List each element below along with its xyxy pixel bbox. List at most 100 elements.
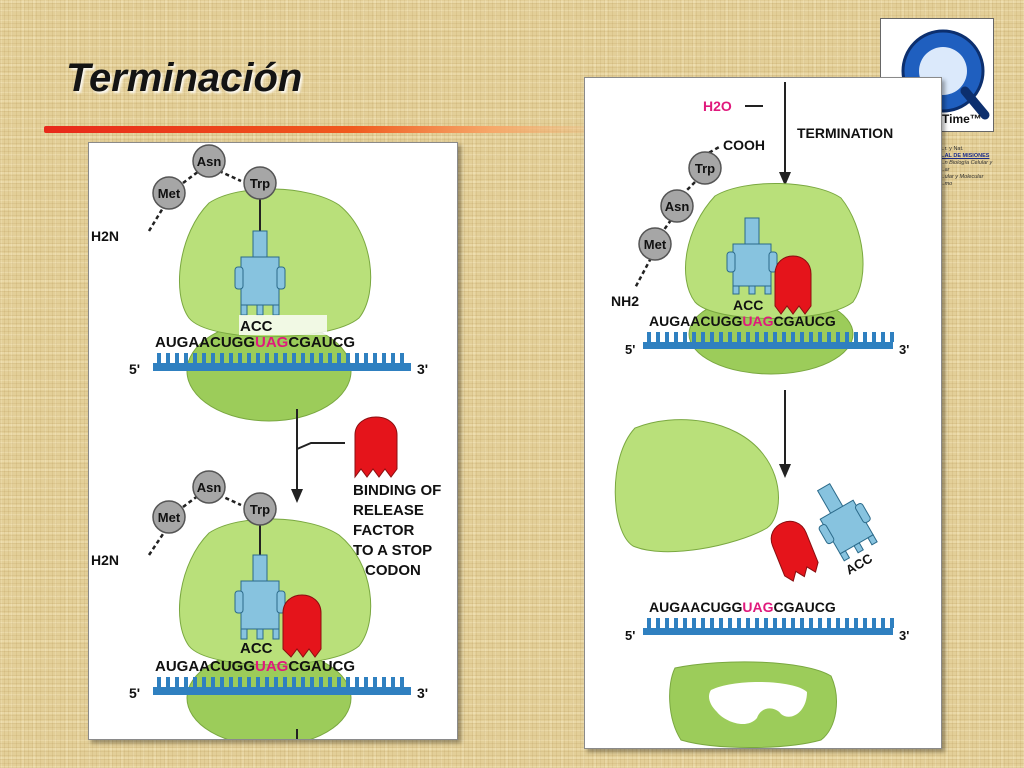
amino-acid-label: Met xyxy=(644,237,667,252)
amino-acid-label: Met xyxy=(158,510,181,525)
mrna-nucleotide-tick xyxy=(890,332,894,342)
mrna-nucleotide-tick xyxy=(719,332,723,342)
amino-acid-met xyxy=(638,227,672,261)
mrna-nucleotide-tick xyxy=(157,677,161,687)
water-label: H2O xyxy=(703,98,732,114)
five-prime-label: 5' xyxy=(625,628,635,643)
peptide-bond-line xyxy=(182,170,200,184)
mrna-nucleotide-tick xyxy=(292,677,296,687)
mrna-nucleotide-tick xyxy=(193,353,197,363)
mrna-nucleotide-tick xyxy=(247,353,251,363)
mrna-nucleotide-tick xyxy=(382,677,386,687)
mrna-nucleotide-tick xyxy=(692,332,696,342)
mrna-nucleotide-tick xyxy=(256,353,260,363)
mrna-nucleotide-tick xyxy=(355,677,359,687)
mrna-nucleotide-tick xyxy=(773,618,777,628)
mrna-nucleotide-tick xyxy=(319,677,323,687)
amino-acid-label: Asn xyxy=(197,154,222,169)
mrna-nucleotide-tick xyxy=(728,332,732,342)
left-diagram-panel: Met Asn Trp H2N ACC AUGAACUGGUAGCGAUCG xyxy=(88,142,458,740)
mrna-nucleotide-tick xyxy=(283,353,287,363)
n-terminus-label: H2N xyxy=(91,228,119,244)
step-arrow xyxy=(291,409,345,503)
release-factor-icon xyxy=(774,255,812,315)
title-underline xyxy=(44,126,604,133)
mrna-nucleotide-tick xyxy=(746,332,750,342)
slide-title: Terminación xyxy=(66,56,303,100)
mrna-nucleotide-tick xyxy=(656,618,660,628)
amino-acid-label: Met xyxy=(158,186,181,201)
mrna-nucleotide-tick xyxy=(890,618,894,628)
anticodon-label: ACC xyxy=(240,640,273,657)
mrna-nucleotide-tick xyxy=(872,618,876,628)
mrna-nucleotide-tick xyxy=(175,353,179,363)
mrna-nucleotide-tick xyxy=(193,677,197,687)
mrna-nucleotide-tick xyxy=(337,353,341,363)
ribosome-complex-bottom: Met Asn Trp H2N ACC AUGAACUGGUAGCGAUCG xyxy=(91,470,428,739)
mrna-nucleotide-tick xyxy=(782,618,786,628)
mrna-nucleotide-tick xyxy=(836,332,840,342)
mrna-nucleotide-tick xyxy=(391,353,395,363)
mrna-nucleotide-tick xyxy=(836,618,840,628)
release-factor-icon xyxy=(354,416,398,479)
mrna-nucleotide-tick xyxy=(746,618,750,628)
trna-molecule xyxy=(234,230,286,316)
mrna-nucleotide-tick xyxy=(184,677,188,687)
mrna-sequence: AUGAACUGGUAGCGAUCG xyxy=(155,658,355,675)
mrna-nucleotide-tick xyxy=(881,332,885,342)
amino-acid-label: Trp xyxy=(250,502,270,517)
mrna-nucleotide-tick xyxy=(701,332,705,342)
peptide-bond-line xyxy=(633,257,653,289)
mrna-nucleotide-tick xyxy=(310,677,314,687)
mrna-nucleotide-tick xyxy=(827,332,831,342)
mrna-nucleotide-tick xyxy=(346,677,350,687)
stop-codon: UAG xyxy=(255,334,288,351)
svg-text:CODON: CODON xyxy=(365,562,421,579)
mrna-nucleotide-tick xyxy=(710,332,714,342)
three-prime-label: 3' xyxy=(899,628,909,643)
amino-acid-label: Trp xyxy=(695,161,715,176)
ribosome-complex-top: Met Asn Trp H2N ACC AUGAACUGGUAGCGAUCG xyxy=(91,144,428,422)
anticodon-label: ACC xyxy=(733,297,763,313)
five-prime-label: 5' xyxy=(625,342,635,357)
quicktime-wordmark: Time™ xyxy=(942,112,982,126)
svg-text:RELEASE: RELEASE xyxy=(353,502,424,519)
mrna-nucleotide-tick xyxy=(274,677,278,687)
stop-codon: UAG xyxy=(255,658,288,675)
left-diagram: Met Asn Trp H2N ACC AUGAACUGGUAGCGAUCG xyxy=(91,144,441,739)
mrna-nucleotide-tick xyxy=(319,353,323,363)
five-prime-label: 5' xyxy=(129,685,140,701)
mrna-nucleotide-tick xyxy=(229,677,233,687)
mrna-nucleotide-tick xyxy=(292,353,296,363)
mrna-backbone xyxy=(643,332,894,349)
amino-acid-trp xyxy=(688,151,722,185)
mrna-nucleotide-tick xyxy=(845,618,849,628)
mrna-nucleotide-tick xyxy=(863,618,867,628)
svg-text:FACTOR: FACTOR xyxy=(353,522,415,539)
amino-acid-asn xyxy=(192,470,226,504)
amino-acid-label: Trp xyxy=(250,176,270,191)
stop-codon: UAG xyxy=(742,599,773,615)
mrna-nucleotide-tick xyxy=(364,353,368,363)
mrna-nucleotide-tick xyxy=(791,618,795,628)
mrna-nucleotide-tick xyxy=(809,332,813,342)
released-release-factor-icon xyxy=(770,520,819,582)
mrna-backbone xyxy=(153,677,411,695)
released-trna-molecule xyxy=(816,483,878,562)
mrna-nucleotide-tick xyxy=(845,332,849,342)
mrna-nucleotide-tick xyxy=(166,677,170,687)
mrna-nucleotide-tick xyxy=(202,353,206,363)
mrna-nucleotide-tick xyxy=(674,332,678,342)
mrna-nucleotide-tick xyxy=(238,353,242,363)
small-subunit-groove xyxy=(709,681,807,725)
mrna-nucleotide-tick xyxy=(310,353,314,363)
mrna-nucleotide-tick xyxy=(692,618,696,628)
mrna-nucleotide-tick xyxy=(800,618,804,628)
released-large-subunit xyxy=(614,419,779,553)
mrna-nucleotide-tick xyxy=(647,332,651,342)
amino-acid-label: Asn xyxy=(197,480,222,495)
free-mrna-sequence: AUGAACUGGUAGCGAUCG xyxy=(649,599,836,615)
mrna-nucleotide-tick xyxy=(382,353,386,363)
mrna-nucleotide-tick xyxy=(256,677,260,687)
mrna-sequence: AUGAACUGGUAGCGAUCG xyxy=(649,313,836,329)
